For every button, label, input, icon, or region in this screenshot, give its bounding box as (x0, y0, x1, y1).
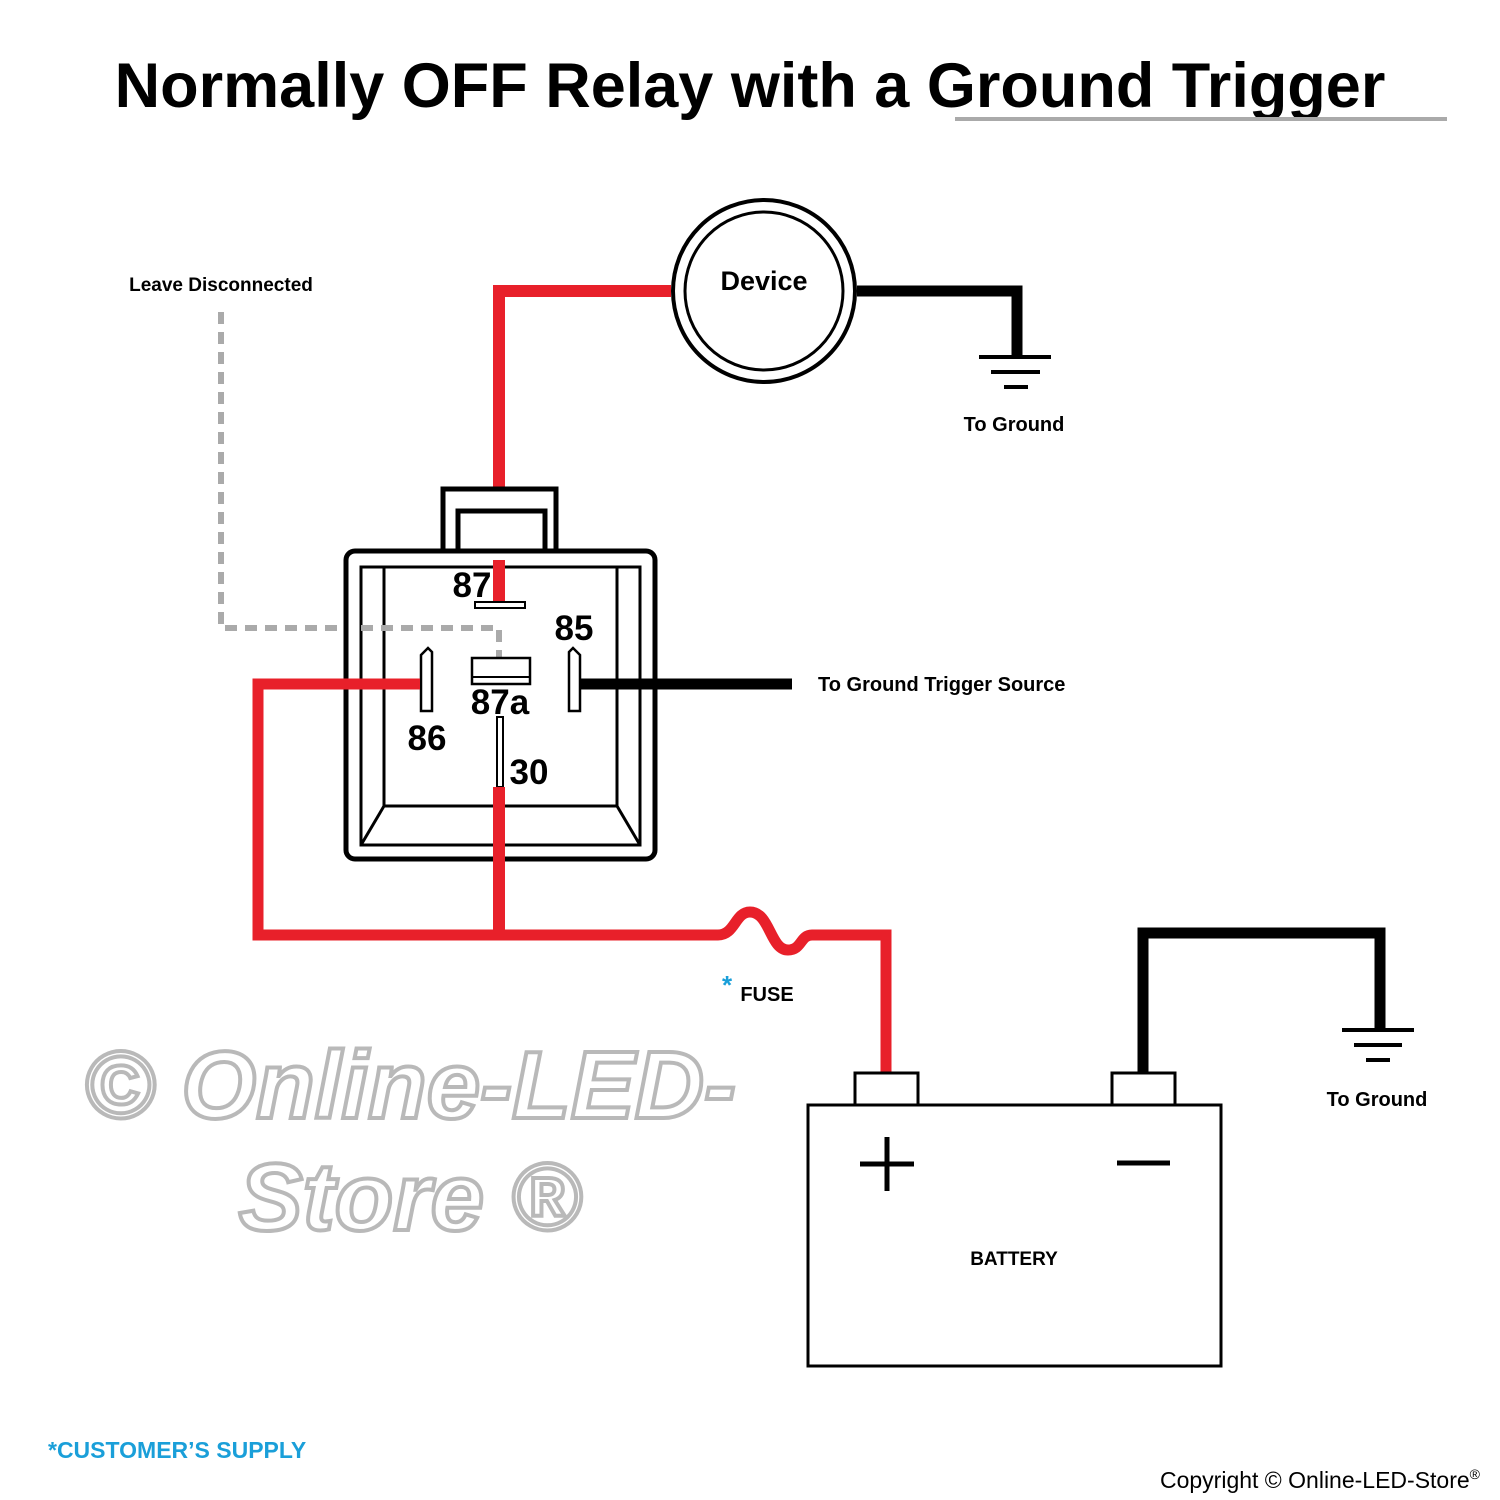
wire-battery-to-ground (1137, 927, 1386, 1073)
pin-87a-label: 87a (471, 683, 530, 722)
battery-label: BATTERY (970, 1249, 1058, 1270)
pin-85-terminal (567, 646, 582, 713)
pin-30-label: 30 (510, 753, 549, 792)
ground-icon (979, 355, 1051, 389)
leave-disconnected-label: Leave Disconnected (129, 275, 313, 296)
pin-87-terminal (474, 601, 526, 609)
fuse-asterisk: * (722, 970, 733, 1000)
fuse-label: FUSE (740, 984, 793, 1006)
plus-icon (860, 1137, 914, 1191)
wire-86-to-power (252, 678, 499, 941)
pin-85-label: 85 (555, 609, 594, 648)
device-label: Device (720, 266, 807, 296)
ground-icon (1342, 1028, 1414, 1062)
pin-87a-terminal (470, 656, 532, 686)
watermark: © Online-LED-Store ® (82, 1030, 738, 1253)
pin-86-terminal (419, 646, 434, 713)
wire-device-to-ground (857, 285, 1023, 356)
to-ground-battery-label: To Ground (1327, 1089, 1428, 1111)
copyright: Copyright © Online-LED-Store® (1160, 1466, 1481, 1493)
trigger-source-label: To Ground Trigger Source (818, 674, 1065, 696)
device-inner-ring (683, 210, 845, 372)
pin-30-terminal (496, 716, 504, 788)
to-ground-label: To Ground (964, 414, 1065, 436)
disconnected-wire-87a-inside (361, 625, 502, 660)
battery (806, 1071, 1223, 1368)
pin-86-label: 86 (408, 719, 447, 758)
wire-fuse-to-battery (499, 906, 892, 1073)
customer-supply-note: *CUSTOMER’S SUPPLY (48, 1437, 306, 1463)
page-title: Normally OFF Relay with a Ground Trigger (115, 51, 1386, 121)
pin-87-label: 87 (453, 566, 492, 605)
